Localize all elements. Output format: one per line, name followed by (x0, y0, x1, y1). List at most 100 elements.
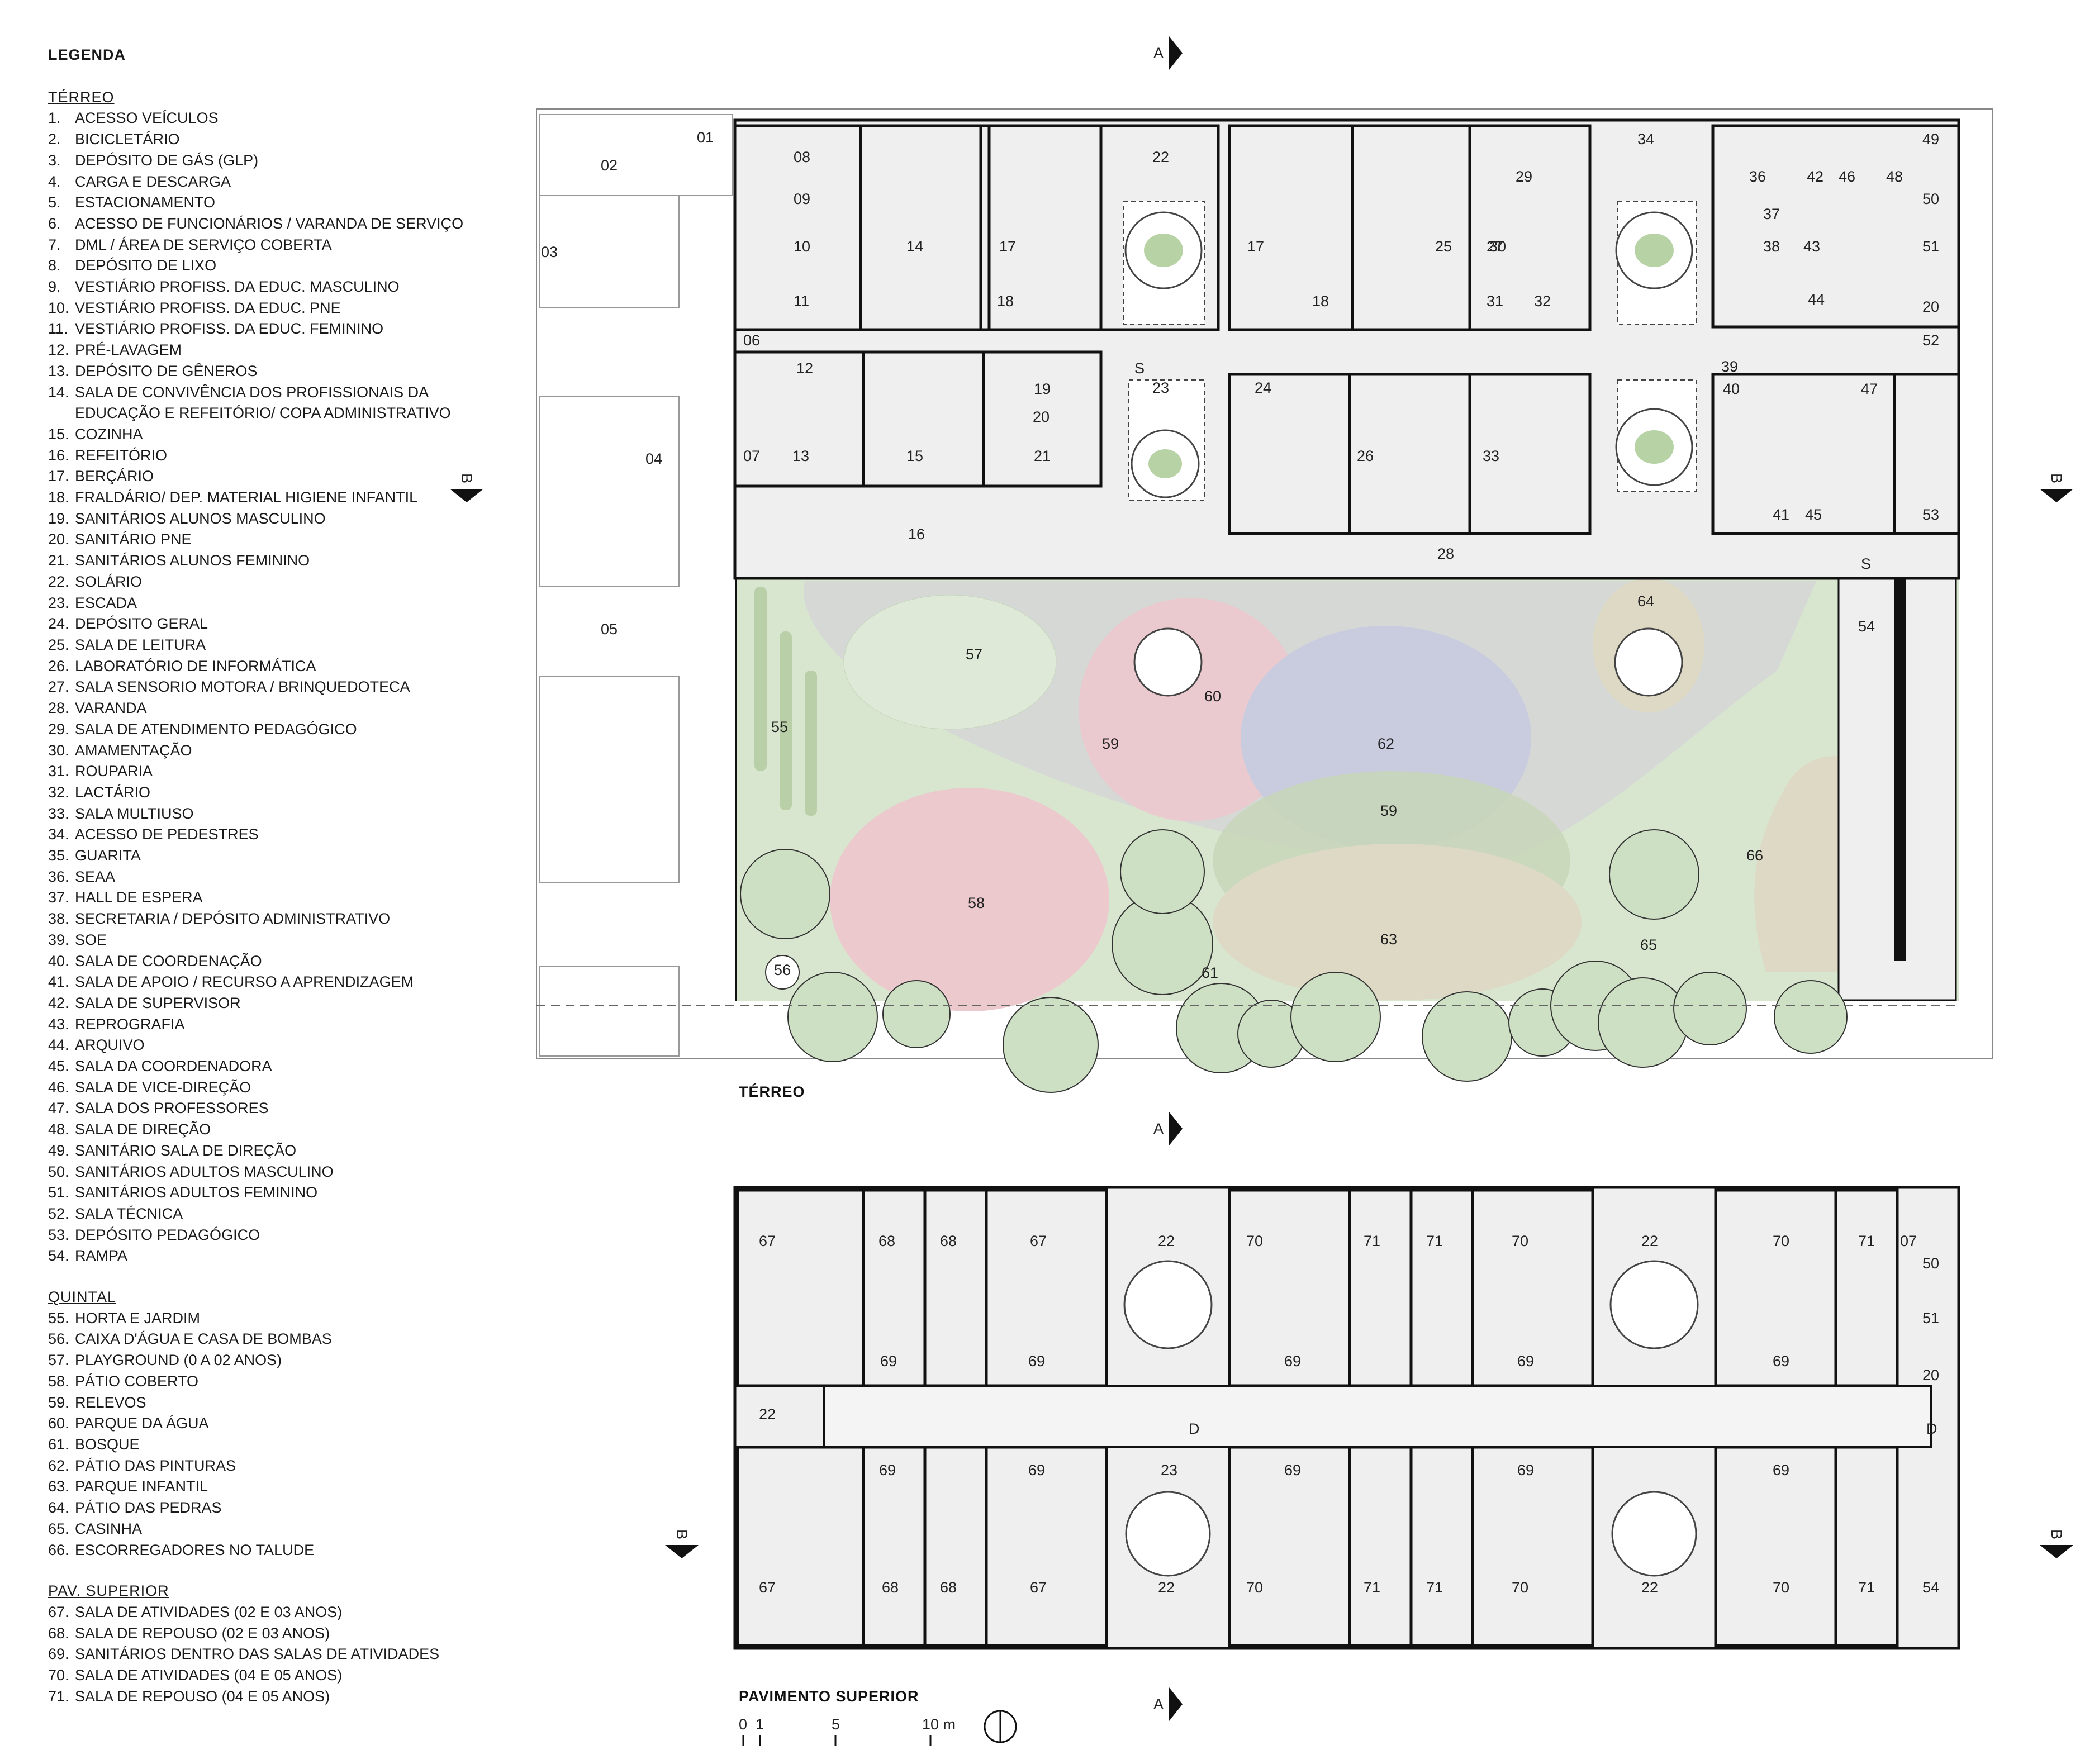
legend-item-number: 29. (48, 720, 69, 738)
legend-item: 13.DEPÓSITO DE GÊNEROS (48, 361, 523, 382)
stair-mark-label: S (1861, 555, 1871, 572)
room-number-label: 19 (1034, 381, 1051, 397)
svg-text:A: A (1153, 45, 1164, 61)
room-number-label: 50 (1922, 1255, 1939, 1272)
legend-item-text: BERÇÁRIO (75, 468, 154, 485)
room-number-label: 62 (1378, 735, 1394, 752)
legend-item-number: 46. (48, 1078, 69, 1096)
legend-item-number: 52. (48, 1205, 69, 1222)
legend-item-text: ACESSO DE FUNCIONÁRIOS / VARANDA DE SERV… (75, 215, 464, 232)
room-number-label: 49 (1922, 131, 1939, 148)
room-number-label: 33 (1483, 448, 1499, 464)
room-number-label: 58 (968, 895, 985, 911)
legend-item-number: 27. (48, 678, 69, 696)
legend-item-number: 1. (48, 110, 61, 127)
trees (740, 829, 1848, 1093)
legend-item-number: 70. (48, 1667, 69, 1684)
legend-item-text: BOSQUE (75, 1436, 140, 1453)
room-number-label: 66 (1746, 847, 1763, 864)
room-number-label: 45 (1805, 506, 1822, 523)
room-number-label: 22 (1158, 1233, 1175, 1249)
legend-item-number: 49. (48, 1142, 69, 1159)
room-number-label: 20 (1922, 298, 1939, 315)
legend-item: 58.PÁTIO COBERTO (48, 1371, 523, 1392)
infant-park-area (1213, 844, 1582, 1000)
legend-item: 53.DEPÓSITO PEDAGÓGICO (48, 1225, 523, 1246)
legend-item: 54.RAMPA (48, 1245, 523, 1267)
legend-item: 61.BOSQUE (48, 1434, 523, 1456)
stair-mark-label: D (1926, 1420, 1937, 1437)
legend-section-title: TÉRREO (48, 88, 115, 106)
legend-item-text: SANITÁRIOS ALUNOS FEMININO (75, 552, 310, 569)
section-mark-icon: B (2040, 1529, 2073, 1558)
legend-item-number: 67. (48, 1603, 69, 1620)
legend-item: 29.SALA DE ATENDIMENTO PEDAGÓGICO (48, 719, 523, 740)
room-number-label: 54 (1858, 618, 1875, 635)
room-number-label: 25 (1435, 238, 1452, 255)
legend-item: 26.LABORATÓRIO DE INFORMÁTICA (48, 656, 523, 677)
room-number-label: 54 (1922, 1579, 1939, 1596)
legend-item-text: SANITÁRIO SALA DE DIREÇÃO (75, 1142, 297, 1159)
legend-item-text: VESTIÁRIO PROFISS. DA EDUC. MASCULINO (75, 278, 400, 296)
room-number-label: 71 (1426, 1233, 1443, 1249)
room-number-label: 24 (1255, 379, 1271, 396)
room-number-label: 20 (1922, 1367, 1939, 1383)
room-number-label: 69 (1773, 1353, 1789, 1370)
legend-item-text: DEPÓSITO PEDAGÓGICO (75, 1226, 260, 1243)
legend-item-text: SANITÁRIOS ADULTOS FEMININO (75, 1184, 318, 1201)
legend-item-text: PRÉ-LAVAGEM (75, 341, 182, 359)
ground-floor-plan (536, 108, 1993, 1093)
legend-item: 70.SALA DE ATIVIDADES (04 E 05 ANOS) (48, 1665, 523, 1686)
room-number-label: 70 (1512, 1233, 1528, 1249)
legend-item-text: SANITÁRIOS ADULTOS MASCULINO (75, 1163, 334, 1180)
room-number-label: 07 (743, 448, 760, 464)
legend-item: 65.CASINHA (48, 1519, 523, 1540)
legend-item-text: SALA DE APOIO / RECURSO A APRENDIZAGEM (75, 973, 414, 991)
legend-item-number: 7. (48, 236, 61, 253)
room-number-label: 71 (1858, 1233, 1875, 1249)
legend-item-number: 44. (48, 1036, 69, 1054)
legend-item-number: 12. (48, 341, 69, 359)
legend-item-text: SALA DE REPOUSO (02 E 03 ANOS) (75, 1624, 330, 1642)
room-number-label: 06 (743, 332, 760, 349)
svg-text:A: A (1153, 1696, 1164, 1713)
room-number-label: 64 (1637, 593, 1654, 610)
stair-mark-label: D (1189, 1420, 1200, 1437)
room-number-label: 68 (940, 1233, 957, 1249)
legend-item-number: 47. (48, 1100, 69, 1117)
room-number-label: 69 (1517, 1462, 1534, 1478)
legend-item: 38.SECRETARIA / DEPÓSITO ADMINISTRATIVO (48, 909, 523, 930)
legend-item-number: 64. (48, 1499, 69, 1516)
legend-item-text: HORTA E JARDIM (75, 1309, 201, 1326)
legend-item-text: FRALDÁRIO/ DEP. MATERIAL HIGIENE INFANTI… (75, 489, 418, 506)
covered-patio-area (830, 788, 1109, 1011)
room-number-label: 42 (1807, 168, 1823, 185)
room-number-label: 70 (1773, 1579, 1789, 1596)
legend-item-text: ACESSO DE PEDESTRES (75, 826, 259, 843)
legend-item-number: 35. (48, 847, 69, 864)
legend-item: 24.DEPÓSITO GERAL (48, 614, 523, 635)
legend-item-number: 14. (48, 383, 69, 401)
room-number-label: 31 (1487, 293, 1503, 310)
legend-item-number: 20. (48, 531, 69, 548)
room-number-label: 52 (1922, 332, 1939, 349)
legend-item: 46.SALA DE VICE-DIREÇÃO (48, 1077, 523, 1099)
legend-item: 37.HALL DE ESPERA (48, 887, 523, 909)
legend-item: 31.ROUPARIA (48, 761, 523, 782)
room-number-label: 01 (697, 129, 714, 146)
legend-item: 68.SALA DE REPOUSO (02 E 03 ANOS) (48, 1623, 523, 1644)
legend-item-number: 9. (48, 278, 61, 296)
room-number-label: 61 (1202, 964, 1218, 981)
ramp-wall (1894, 576, 1906, 961)
legend-item-number: 63. (48, 1478, 69, 1495)
room-number-label: 67 (1030, 1233, 1047, 1249)
legend-item: 18.FRALDÁRIO/ DEP. MATERIAL HIGIENE INFA… (48, 487, 523, 508)
room-number-label: 60 (1204, 688, 1221, 705)
garden-bed-1 (754, 587, 767, 771)
legend-item-text: REFEITÓRIO (75, 446, 168, 464)
legend-item-text: DML / ÁREA DE SERVIÇO COBERTA (75, 236, 332, 253)
legend-item-number: 31. (48, 763, 69, 780)
legend-item: 56.CAIXA D'ÁGUA E CASA DE BOMBAS (48, 1329, 523, 1350)
legend-item-number: 45. (48, 1058, 69, 1075)
